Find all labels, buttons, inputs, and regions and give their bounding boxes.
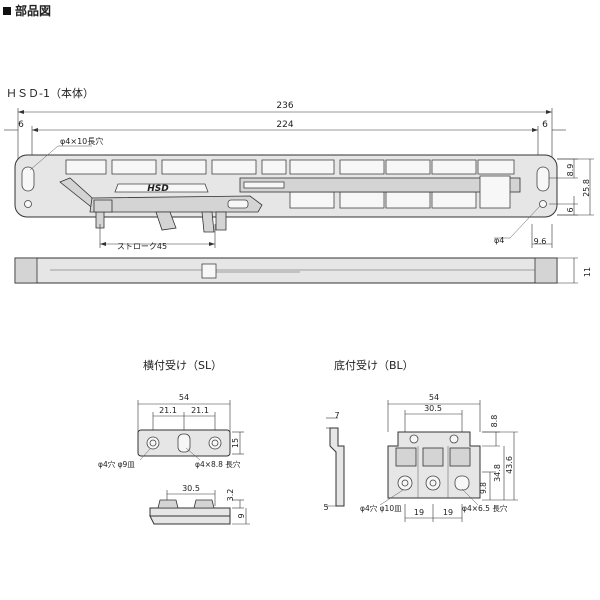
bl-dim-8-8: 8.8 — [490, 415, 499, 428]
page-title: 部品図 — [15, 3, 51, 18]
sl-dim-21-a: 21.1 — [159, 406, 177, 415]
upper-slot-row — [65, 159, 515, 175]
hsd-side-view — [14, 257, 578, 284]
sl-part — [137, 429, 231, 457]
left-slot-hole — [21, 166, 35, 192]
sl-side-view — [149, 490, 250, 525]
sl-dim-9: 9 — [237, 513, 246, 518]
dim-overall: 236 — [276, 101, 293, 111]
dim-6: 6 — [566, 207, 575, 212]
dimension-lines-top — [4, 108, 566, 160]
bl-dim-30-5: 30.5 — [424, 404, 442, 413]
bl-dim-19-b: 19 — [443, 508, 453, 517]
main-title: ＨＳＤ-1（本体） — [6, 86, 94, 100]
dim-inner: 224 — [276, 120, 293, 130]
bl-side-profile — [326, 417, 345, 507]
sl-note-hole-left: φ4穴 φ9皿 — [98, 459, 135, 469]
dim-left-end: 6 — [18, 120, 24, 130]
lower-slot-row — [289, 191, 477, 209]
bl-note-hole-right: φ4×6.5 長穴 — [462, 503, 508, 513]
dim-side-11: 11 — [583, 267, 592, 277]
stroke-dimension — [99, 224, 216, 248]
sl-title: 横付受け（SL） — [143, 358, 222, 372]
bl-dim-34-8: 34.8 — [493, 464, 502, 482]
sl-dim-15: 15 — [231, 438, 240, 448]
right-dimensions — [531, 158, 594, 248]
bl-dim-54: 54 — [429, 393, 439, 402]
bl-dim-7: 7 — [334, 411, 339, 420]
bl-part — [387, 431, 481, 499]
dim-8-9: 8.9 — [566, 164, 575, 177]
sl-dim-3-2: 3.2 — [226, 489, 235, 502]
dim-25-8: 25.8 — [582, 179, 591, 197]
hsd-body: HSD — [14, 154, 558, 233]
note-slot-hole: φ4×10長穴 — [60, 136, 103, 146]
bl-dimensions — [387, 400, 518, 522]
bl-dim-5: 5 — [323, 503, 328, 512]
hsd-logo: HSD — [147, 184, 169, 194]
bl-title: 底付受け（BL） — [334, 358, 414, 372]
header-square-icon — [3, 7, 11, 15]
sl-dim-30-5: 30.5 — [182, 484, 200, 493]
bl-dim-43-6: 43.6 — [505, 456, 514, 474]
note-phi4: φ4 — [494, 236, 504, 245]
sl-dim-54: 54 — [179, 393, 189, 402]
bl-note-hole-left: φ4穴 φ10皿 — [360, 503, 402, 513]
sl-note-hole-right: φ4×8.8 長穴 — [195, 459, 241, 469]
sl-dim-21-b: 21.1 — [191, 406, 209, 415]
dim-right-end: 6 — [542, 120, 548, 130]
bl-dim-9-8: 9.8 — [479, 482, 488, 494]
right-slot-hole — [536, 166, 550, 192]
dim-9-6: 9.6 — [534, 237, 547, 246]
note-stroke: ストローク45 — [117, 242, 167, 251]
bl-dim-19-a: 19 — [414, 508, 424, 517]
